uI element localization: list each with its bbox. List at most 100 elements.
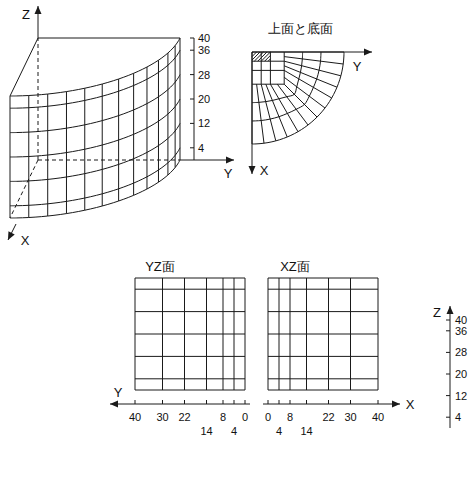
mesh-line xyxy=(66,92,67,214)
scale-number: 12 xyxy=(455,390,467,401)
mesh-line xyxy=(175,46,176,168)
axis-label: X xyxy=(406,398,415,411)
mesh-line xyxy=(257,84,264,143)
scale-tick xyxy=(190,123,194,124)
mesh-line xyxy=(135,378,245,379)
scale-tick xyxy=(190,50,194,51)
scale-number: 12 xyxy=(198,118,210,129)
hidden-edge xyxy=(38,38,39,160)
z-axis xyxy=(450,306,451,428)
scale-tick xyxy=(446,352,450,353)
mesh-line xyxy=(118,79,119,201)
mesh-line xyxy=(47,94,48,216)
mesh-line xyxy=(268,378,378,379)
hidden-edge xyxy=(10,160,38,218)
axis-label: Z xyxy=(433,306,441,319)
scale-number: 22 xyxy=(322,412,334,423)
mesh-line xyxy=(135,311,245,312)
mesh-line xyxy=(268,278,378,279)
y-axis xyxy=(110,404,250,405)
scale-number: 40 xyxy=(372,412,384,423)
mesh-line xyxy=(284,66,337,87)
scale-tick xyxy=(223,400,224,404)
y-axis xyxy=(252,52,372,53)
mesh-line xyxy=(135,289,245,290)
mesh-line xyxy=(266,84,287,137)
scale-number: 40 xyxy=(455,315,467,326)
scale-tick xyxy=(190,99,194,100)
mesh-line xyxy=(180,38,181,160)
mesh-line xyxy=(10,96,11,218)
y-axis xyxy=(180,160,234,161)
scale-number: 40 xyxy=(198,33,210,44)
x-axis xyxy=(263,404,400,405)
scale-number: 4 xyxy=(276,426,282,437)
mesh-ring xyxy=(10,75,180,133)
scale-tick xyxy=(328,400,329,404)
mesh-line xyxy=(270,84,298,131)
arrow-head xyxy=(226,157,234,164)
x-axis xyxy=(8,224,16,240)
scale-tick xyxy=(162,400,163,404)
mesh-line xyxy=(268,289,378,290)
mesh-ring xyxy=(10,50,180,108)
view-title: YZ面 xyxy=(145,260,175,273)
scale-tick xyxy=(234,400,235,404)
top-edge xyxy=(38,38,180,39)
scale-tick xyxy=(290,400,291,404)
scale-number: 22 xyxy=(178,412,190,423)
scale-tick xyxy=(446,320,450,321)
scale-number: 20 xyxy=(455,369,467,380)
scale-number: 8 xyxy=(220,412,226,423)
mesh-ring xyxy=(252,52,303,103)
mesh-line xyxy=(268,390,378,391)
scale-tick xyxy=(378,400,379,404)
mesh-line xyxy=(135,278,245,279)
scale-tick xyxy=(279,400,280,404)
mesh-line xyxy=(135,390,245,391)
mesh-line xyxy=(268,356,378,357)
mesh-line xyxy=(268,334,378,335)
arrow-head xyxy=(364,49,372,56)
hatch-line xyxy=(265,55,271,61)
scale-tick xyxy=(446,417,450,418)
hidden-edge xyxy=(38,160,180,161)
arrow-head xyxy=(249,166,256,174)
scale-tick xyxy=(268,400,269,404)
axis-label: Y xyxy=(114,386,123,399)
mesh-line xyxy=(133,73,134,195)
view-title: 上面と底面 xyxy=(268,22,333,35)
mesh-line xyxy=(167,53,168,175)
axis-label: Y xyxy=(353,60,362,73)
mesh-line xyxy=(102,84,103,206)
scale-number: 20 xyxy=(198,94,210,105)
scale-number: 4 xyxy=(231,426,237,437)
axis-label: Y xyxy=(224,167,233,180)
mesh-line xyxy=(284,70,331,98)
scale-tick xyxy=(306,400,307,404)
scale-tick xyxy=(184,400,185,404)
axis-label: X xyxy=(21,234,30,247)
arrow-head xyxy=(392,401,400,408)
scale-number: 36 xyxy=(198,45,210,56)
scale-number: 4 xyxy=(455,412,461,423)
axis-label: X xyxy=(260,164,269,177)
hatch-line xyxy=(261,52,270,61)
scale-tick xyxy=(245,400,246,404)
scale-number: 40 xyxy=(129,412,141,423)
scale-number: 14 xyxy=(200,426,212,437)
mesh-ring xyxy=(252,52,321,121)
scale-number: 4 xyxy=(198,142,204,153)
mesh-line xyxy=(84,88,85,210)
scale-tick xyxy=(206,400,207,404)
mesh-line xyxy=(284,57,343,64)
arrow-head xyxy=(110,401,118,408)
scale-number: 8 xyxy=(287,412,293,423)
mesh-line xyxy=(277,84,308,125)
scale-tick xyxy=(446,330,450,331)
scale-tick xyxy=(350,400,351,404)
arrow-head xyxy=(8,231,15,240)
scale-number: 30 xyxy=(156,412,168,423)
mesh-line xyxy=(252,70,284,71)
